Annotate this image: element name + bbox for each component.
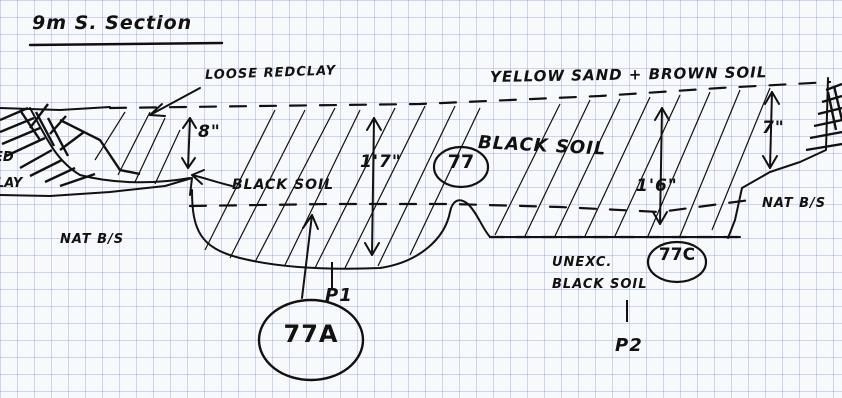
left-bank-profile	[0, 177, 193, 197]
label-unexcavated-line2: BLACK SOIL	[552, 277, 648, 292]
dim-8-arrow	[181, 117, 197, 169]
right-edge-scribble	[805, 82, 842, 152]
point-p2: P2	[615, 335, 643, 356]
dimension-1ft6in: 1'6"	[636, 176, 678, 196]
label-nat-bs-left: NAT B/S	[60, 232, 125, 247]
title-underline	[28, 41, 224, 47]
dim-1-7-arrow	[364, 117, 382, 256]
dim-1-6-arrow	[652, 107, 670, 225]
label-nat-bs-right: NAT B/S	[762, 196, 827, 211]
label-edge-left-1: ED	[0, 150, 14, 165]
left-bank-top	[0, 106, 111, 111]
dimension-1ft7in: 1'7"	[360, 152, 402, 172]
context-77: 77	[447, 151, 475, 173]
label-black-soil-left: BLACK SOIL	[232, 177, 335, 193]
horizon-mid-dashed	[188, 198, 752, 214]
red-clay-pointer	[149, 87, 201, 117]
point-p1: P1	[325, 285, 353, 306]
dimension-8in: 8"	[198, 122, 221, 142]
horizon-top-dashed	[108, 80, 832, 110]
right-bank-profile	[741, 77, 829, 189]
c77c-circle	[646, 240, 708, 284]
label-unexcavated: UNEXC. BLACK SOIL	[552, 252, 648, 296]
label-unexcavated-line1: UNEXC.	[552, 255, 613, 270]
right-bank-lower	[727, 187, 743, 239]
black-soil-pointer	[191, 169, 233, 187]
sheet-title: 9m S. Section	[32, 12, 193, 34]
fill-hatching	[94, 87, 771, 269]
left-edge-scribble	[0, 103, 141, 188]
dim-7-arrow	[762, 91, 780, 169]
c77-circle	[432, 145, 490, 189]
c77a-pointer	[301, 214, 319, 299]
context-77a: 77A	[283, 320, 339, 348]
dimension-7in: 7"	[762, 118, 785, 138]
c77a-circle	[257, 298, 365, 382]
context-77c: 77C	[658, 245, 696, 265]
label-edge-left-2: LAY	[0, 176, 23, 191]
